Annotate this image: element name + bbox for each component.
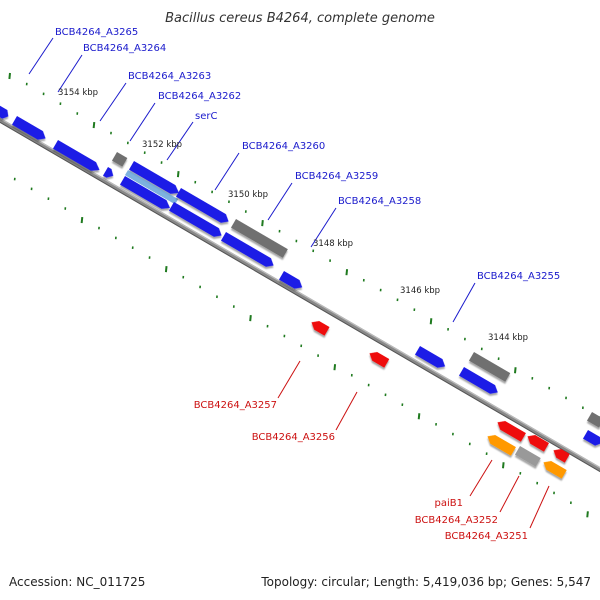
forward-genes-inner bbox=[119, 176, 276, 270]
gene-arrow[interactable] bbox=[102, 167, 116, 180]
scale-tick bbox=[333, 364, 337, 371]
gene-arrow[interactable] bbox=[11, 116, 48, 143]
gene-arrow[interactable] bbox=[168, 202, 224, 240]
rna-gene-arrow[interactable] bbox=[485, 432, 516, 456]
feature-block[interactable] bbox=[514, 446, 541, 467]
gene-label[interactable]: BCB4264_A3257 bbox=[194, 400, 277, 411]
label-leader-lines bbox=[28, 37, 550, 529]
genome-summary-text: Topology: circular; Length: 5,419,036 bp… bbox=[260, 575, 591, 589]
gene-arrow[interactable] bbox=[52, 140, 102, 174]
gene-label[interactable]: BCB4264_A3260 bbox=[242, 141, 325, 152]
feature-block[interactable] bbox=[111, 152, 128, 167]
scale-tick bbox=[8, 72, 11, 80]
gene-arrow[interactable] bbox=[495, 418, 526, 442]
gene-label[interactable]: BCB4264_A3263 bbox=[128, 71, 211, 82]
map-title: Bacillus cereus B4264, complete genome bbox=[165, 11, 435, 26]
gene-arrow[interactable] bbox=[551, 446, 570, 463]
scale-tick bbox=[514, 367, 517, 374]
scale-label: 3152 kbp bbox=[142, 140, 182, 150]
reverse-genes bbox=[309, 318, 570, 479]
gene-label[interactable]: BCB4264_A3251 bbox=[445, 531, 528, 542]
scale-tick bbox=[92, 121, 96, 129]
gene-label[interactable]: BCB4264_A3256 bbox=[252, 432, 335, 443]
feature-overlay bbox=[124, 170, 179, 205]
feature-block[interactable] bbox=[230, 219, 288, 258]
gene-arrow[interactable] bbox=[278, 271, 305, 292]
gene-arrow[interactable] bbox=[525, 432, 550, 452]
gene-label[interactable]: BCB4264_A3259 bbox=[295, 171, 378, 182]
scale-label: 3148 kbp bbox=[313, 239, 353, 249]
gene-label[interactable]: BCB4264_A3262 bbox=[158, 91, 241, 102]
gene-arrow[interactable] bbox=[309, 318, 330, 336]
gene-arrow[interactable] bbox=[458, 367, 500, 397]
scale-label: 3150 kbp bbox=[228, 190, 268, 200]
gene-arrow[interactable] bbox=[119, 176, 173, 212]
scale-label: 3144 kbp bbox=[488, 333, 528, 343]
scale-tick bbox=[164, 265, 168, 273]
forward-gene-labels: BCB4264_A3265 BCB4264_A3264 BCB4264_A326… bbox=[55, 27, 560, 282]
gene-arrow[interactable] bbox=[0, 104, 11, 121]
gene-label[interactable]: BCB4264_A3265 bbox=[55, 27, 138, 38]
gene-label[interactable]: BCB4264_A3255 bbox=[477, 271, 560, 282]
rna-gene-arrow[interactable] bbox=[541, 458, 567, 479]
scale-labels: 3154 kbp 3152 kbp 3150 kbp 3148 kbp 3146… bbox=[58, 88, 528, 343]
inner-tick-row bbox=[13, 177, 589, 518]
feature-block[interactable] bbox=[468, 352, 511, 382]
gene-arrow[interactable] bbox=[175, 188, 231, 226]
feature-block[interactable] bbox=[586, 412, 600, 428]
scale-tick bbox=[261, 220, 264, 227]
accession-text: Accession: NC_011725 bbox=[9, 575, 145, 589]
reverse-gene-labels: BCB4264_A3257 BCB4264_A3256 paiB1 BCB426… bbox=[194, 400, 528, 542]
outer-tick-row bbox=[8, 72, 600, 423]
scale-label: 3146 kbp bbox=[400, 286, 440, 296]
gene-label[interactable]: paiB1 bbox=[435, 498, 463, 509]
gene-arrow[interactable] bbox=[128, 161, 182, 197]
scale-tick bbox=[429, 318, 433, 325]
gene-label[interactable]: BCB4264_A3252 bbox=[415, 515, 498, 526]
genome-backbone bbox=[0, 113, 600, 480]
scale-label: 3154 kbp bbox=[58, 88, 98, 98]
gene-label[interactable]: serC bbox=[195, 111, 217, 122]
gene-arrow[interactable] bbox=[367, 349, 390, 368]
scale-tick bbox=[80, 216, 84, 224]
gene-arrow[interactable] bbox=[220, 232, 276, 270]
scale-tick bbox=[586, 511, 589, 518]
scale-tick bbox=[176, 170, 180, 178]
scale-tick bbox=[345, 269, 349, 276]
gene-label[interactable]: BCB4264_A3264 bbox=[83, 43, 166, 54]
gene-arrow[interactable] bbox=[414, 346, 448, 371]
scale-tick bbox=[249, 315, 252, 322]
scale-tick bbox=[417, 413, 421, 420]
gene-arrow[interactable] bbox=[582, 430, 600, 448]
forward-genes-outer bbox=[0, 104, 600, 448]
gene-label[interactable]: BCB4264_A3258 bbox=[338, 196, 421, 207]
scale-tick bbox=[502, 462, 505, 469]
